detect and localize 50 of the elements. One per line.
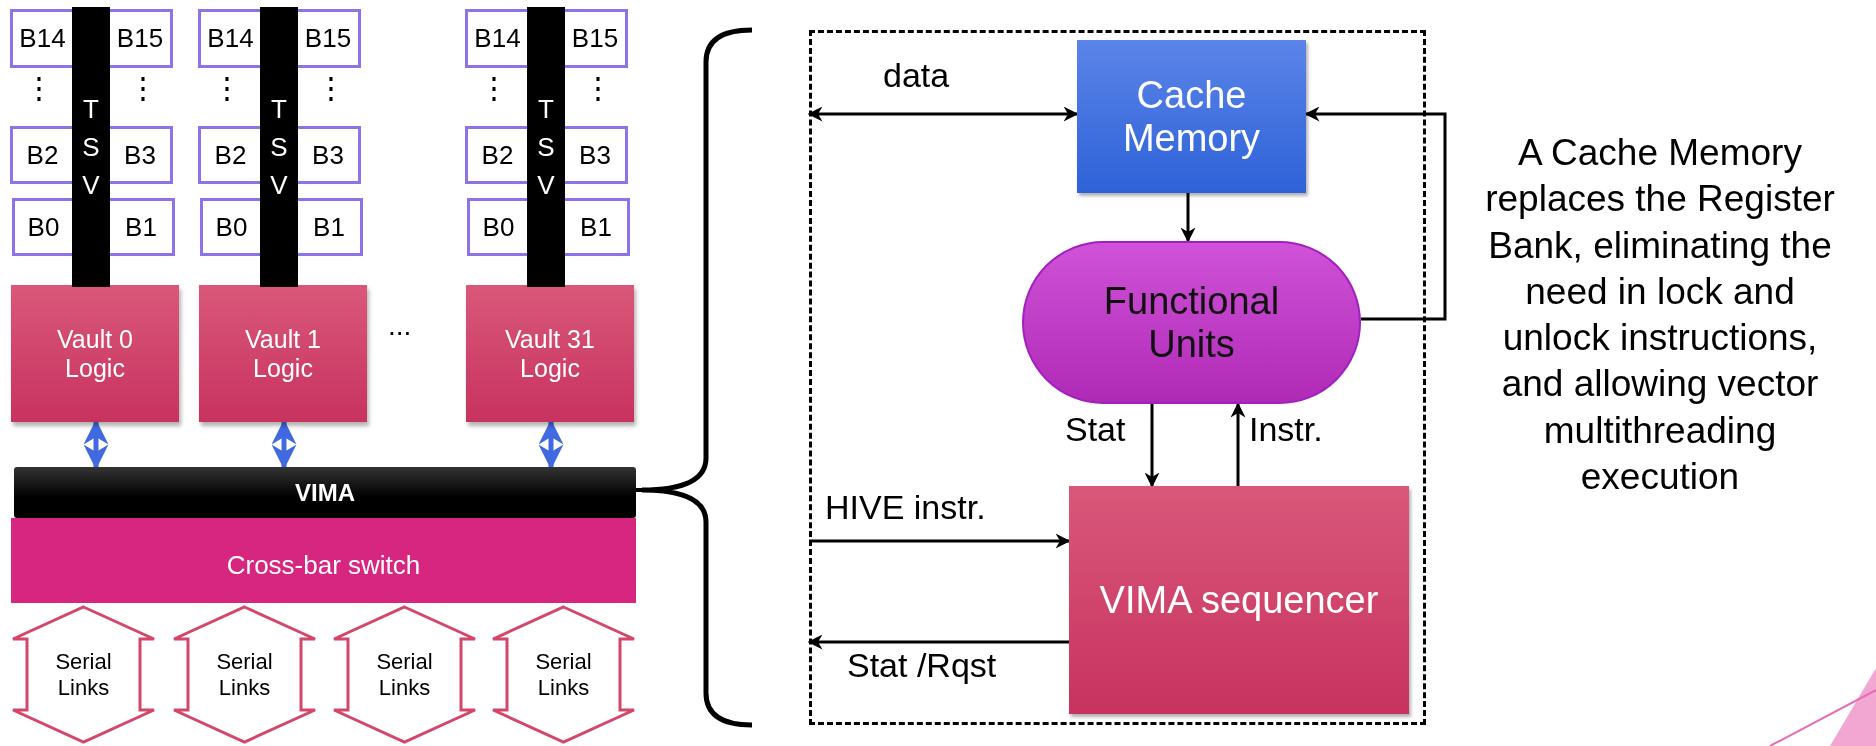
memory-bank-box: B0	[467, 198, 527, 256]
memory-bank-box: B3	[565, 126, 628, 184]
memory-bank-box: B0	[200, 198, 260, 256]
vertical-dots: ⋮	[583, 70, 613, 105]
arrow	[83, 419, 109, 470]
arrow	[1144, 404, 1160, 488]
serial-link-hexagon: Serial Links	[332, 605, 477, 744]
memory-bank-box: B1	[565, 198, 630, 256]
annotation-text: A Cache Memory replaces the Register Bank, eliminating the need in lock and unlock instructions, and allowing vector multithreading execution	[1484, 131, 1836, 499]
arrow	[809, 533, 1071, 549]
memory-bank-box: B15	[565, 9, 628, 68]
serial-link-hexagon: Serial Links	[491, 605, 636, 744]
memory-bank-box: B2	[10, 126, 72, 184]
arrow	[271, 419, 297, 470]
serial-link-hexagon: Serial Links	[172, 605, 317, 744]
arrow	[1230, 402, 1246, 486]
vima-bar: VIMA	[14, 467, 636, 518]
sequencer-box: VIMA sequencer	[1069, 486, 1409, 714]
tsv-bar: T S V	[260, 7, 298, 287]
memory-bank-box: B14	[198, 9, 260, 68]
serial-link-hexagon: Serial Links	[11, 605, 156, 744]
vault-logic-box: Vault 1 Logic	[199, 285, 367, 422]
memory-bank-box: B14	[465, 9, 527, 68]
vertical-dots: ⋮	[212, 70, 242, 105]
memory-bank-box: B2	[198, 126, 260, 184]
dashed-boundary-box	[809, 30, 1426, 725]
memory-bank-box: B3	[298, 126, 361, 184]
memory-bank-box: B1	[110, 198, 175, 256]
arrow	[1304, 106, 1447, 321]
memory-bank-box: B1	[298, 198, 363, 256]
memory-bank-box: B3	[110, 126, 173, 184]
vertical-dots: ⋮	[24, 70, 54, 105]
arrow	[1180, 193, 1196, 243]
memory-bank-box: B14	[10, 9, 72, 68]
vertical-dots: ⋮	[128, 70, 158, 105]
ellipsis-mark: ...	[388, 310, 412, 342]
cache-memory-box: Cache Memory	[1077, 40, 1306, 193]
vertical-dots: ⋮	[479, 70, 509, 105]
vault-logic-box: Vault 0 Logic	[11, 285, 179, 422]
memory-bank-box: B15	[298, 9, 361, 68]
vault-logic-box: Vault 31 Logic	[466, 285, 634, 422]
arrow	[538, 419, 564, 470]
tsv-bar: T S V	[527, 7, 565, 287]
tsv-bar: T S V	[72, 7, 110, 287]
crossbar-switch-bar: Cross-bar switch	[11, 518, 636, 603]
functional-units-shape: Functional Units	[1022, 241, 1361, 404]
memory-bank-box: B0	[12, 198, 72, 256]
vertical-dots: ⋮	[316, 70, 346, 105]
memory-bank-box: B2	[465, 126, 527, 184]
memory-bank-box: B15	[110, 9, 173, 68]
